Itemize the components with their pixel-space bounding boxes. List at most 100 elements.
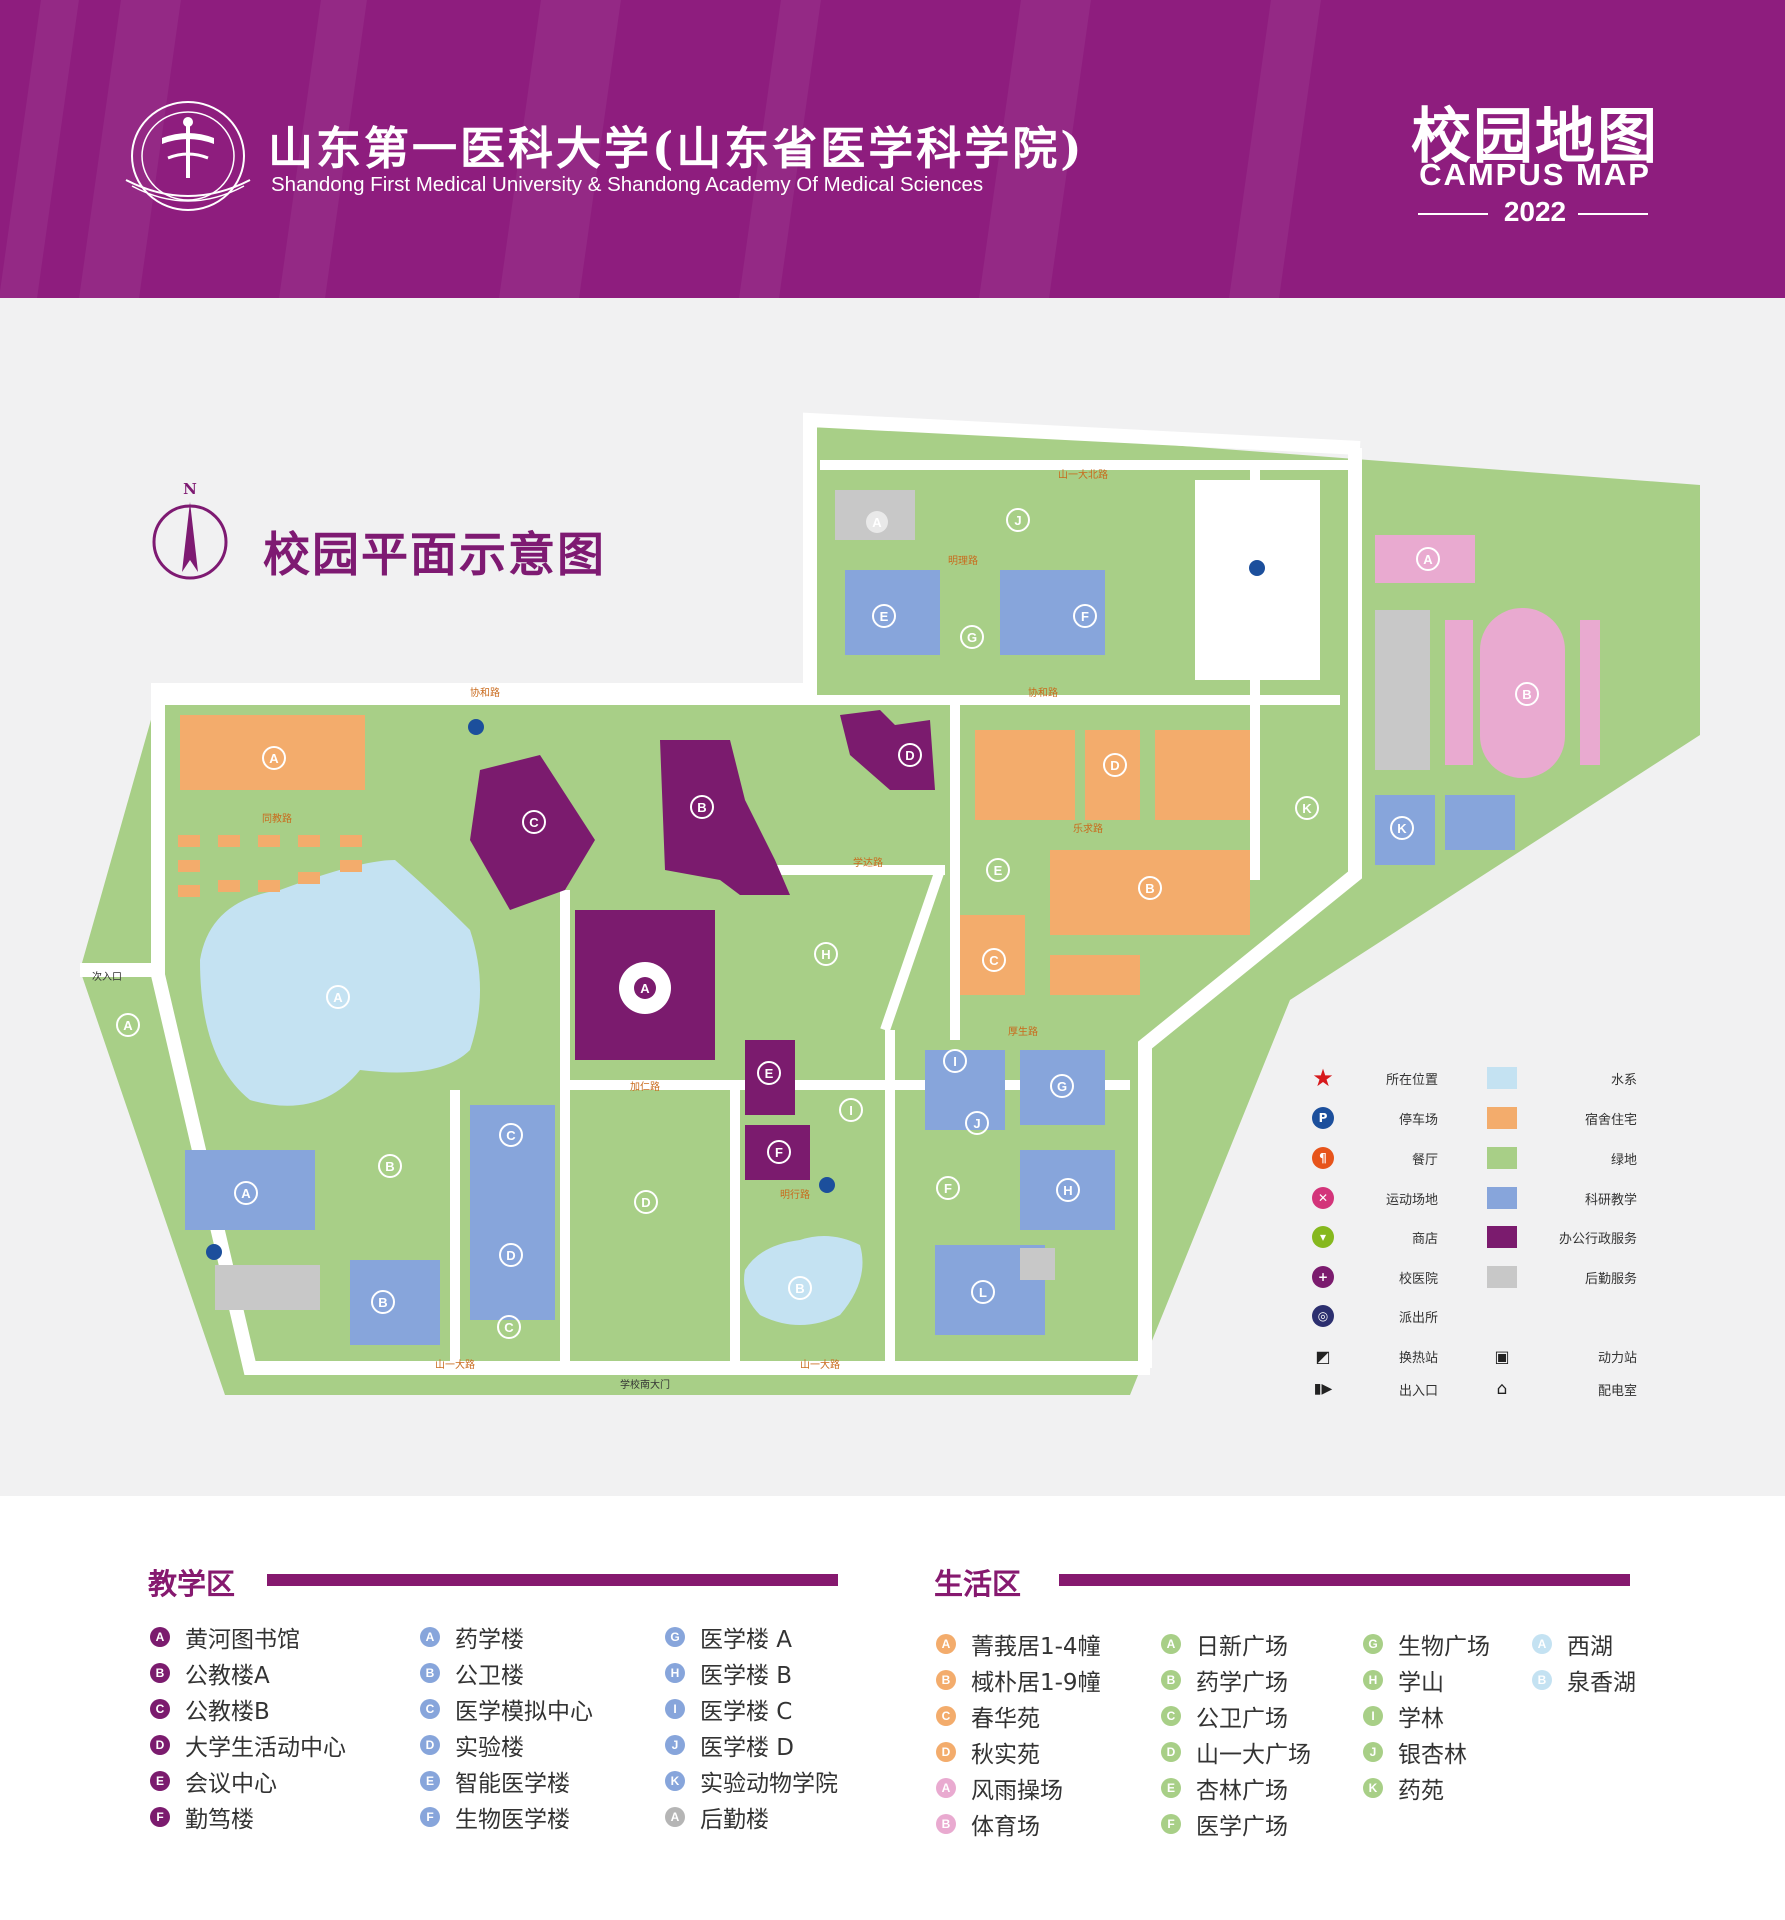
index-name: 生物广场 [1398,1634,1490,1660]
legend-item: ★ 所在位置 [1308,1063,1438,1093]
green-swatch [1487,1147,1517,1169]
building-admin-d[interactable] [840,710,935,790]
svg-text:A: A [1423,552,1433,567]
legend-item: ▮▶ 出入口 [1308,1374,1438,1404]
shop-icon: ▾ [1308,1222,1338,1252]
svg-text:A: A [872,515,882,530]
index-name: 银杏林 [1398,1742,1467,1768]
road-label-shanyi-north: 山一大北路 [1058,468,1108,481]
index-name: 医学楼 B [700,1663,793,1689]
building-teaching-c[interactable] [470,1105,555,1215]
index-name: 实验动物学院 [700,1771,838,1797]
parking-lot-north[interactable] [1195,480,1320,680]
parking-markers [206,560,1265,1260]
sports-court-1 [1445,620,1473,765]
svg-text:D: D [905,748,914,763]
dorm-swatch [1487,1107,1517,1129]
index-name: 药苑 [1398,1778,1444,1804]
index-badge: B [936,1670,956,1690]
red-star-icon: ★ [1312,1064,1334,1092]
dorm-c[interactable] [960,915,1025,995]
index-name: 体育场 [971,1814,1040,1840]
legend-item: ◩ 换热站 [1308,1341,1438,1371]
legend-item: ✕ 运动场地 [1308,1183,1438,1213]
index-badge: A [150,1627,170,1647]
legend-item: + 校医院 [1308,1262,1438,1292]
legend-item: ◎ 派出所 [1308,1301,1438,1331]
svg-text:E: E [994,863,1003,878]
building-teaching-g[interactable] [1020,1050,1105,1125]
svg-text:G: G [967,630,977,645]
index-name: 勤笃楼 [185,1807,254,1833]
building-teaching-a[interactable] [185,1150,315,1230]
svg-text:K: K [1397,821,1407,836]
year-divider [1578,213,1648,215]
index-badge: A [936,1634,956,1654]
banner-stripe [1229,0,1321,298]
svg-text:I: I [953,1054,957,1069]
svg-text:J: J [973,1116,980,1131]
index-badge: C [150,1699,170,1719]
index-badge: A [936,1778,956,1798]
building-teaching-f[interactable] [1000,570,1105,655]
svg-text:A: A [123,1018,133,1033]
sports-a-gym[interactable] [1375,535,1475,583]
dorm-block-3[interactable] [1155,730,1250,820]
building-teaching-b[interactable] [350,1260,440,1345]
banner-stripe [0,0,79,298]
building-admin-b[interactable] [660,740,790,895]
entrance-labels: 次入口 学校南大门 [92,970,670,1391]
legend-item: ¶ 餐厅 [1308,1143,1438,1173]
building-admin-e[interactable] [745,1040,795,1115]
building-teaching-k[interactable] [1375,795,1435,865]
diagonal-road [880,868,945,1032]
index-name: 春华苑 [971,1706,1040,1732]
dorm-block-5[interactable] [1050,955,1140,995]
building-admin-f[interactable] [745,1125,810,1180]
svg-text:A: A [269,751,279,766]
building-teaching-d[interactable] [470,1215,555,1320]
index-badge: D [1161,1742,1181,1762]
index-name: 杏林广场 [1196,1778,1288,1804]
campus-map[interactable]: A C B D E F A E F A B C D A B C D G H I … [0,298,1785,1496]
legend-item: 办公行政服务 [1487,1222,1637,1252]
index-badge: C [420,1699,440,1719]
svg-text:C: C [989,953,999,968]
index-badge: E [420,1771,440,1791]
index-badge: B [150,1663,170,1683]
dorm-a[interactable] [180,715,365,790]
admin-swatch [1487,1226,1517,1248]
map-markers: A C B D E F A E F A B C D A B C D G H I … [116,508,1539,1339]
index-name: 公卫楼 [455,1663,524,1689]
index-name: 医学楼 C [700,1699,793,1725]
north-arrow-icon: N [152,480,228,580]
index-badge: D [150,1735,170,1755]
legend-item: ▾ 商店 [1308,1222,1438,1252]
building-teaching-h[interactable] [1020,1150,1115,1230]
road-label-shanyi-south2: 山一大路 [800,1358,840,1371]
svg-text:C: C [529,815,539,830]
road-label-jiayin: 加仁路 [630,1080,660,1093]
building-teaching-e[interactable] [845,570,940,655]
index-badge: A [1532,1634,1552,1654]
sports-b-stadium[interactable] [1480,608,1565,778]
legend-item: 宿舍住宅 [1487,1103,1637,1133]
index-name: 大学生活动中心 [185,1735,346,1761]
east-road [1138,448,1362,1368]
index-badge: A [665,1807,685,1827]
index-badge: E [150,1771,170,1791]
dorm-block-1[interactable] [975,730,1075,820]
index-badge: B [1532,1670,1552,1690]
dorm-b[interactable] [1050,850,1250,935]
svg-text:F: F [775,1145,783,1160]
building-teaching-k2[interactable] [1445,795,1515,850]
